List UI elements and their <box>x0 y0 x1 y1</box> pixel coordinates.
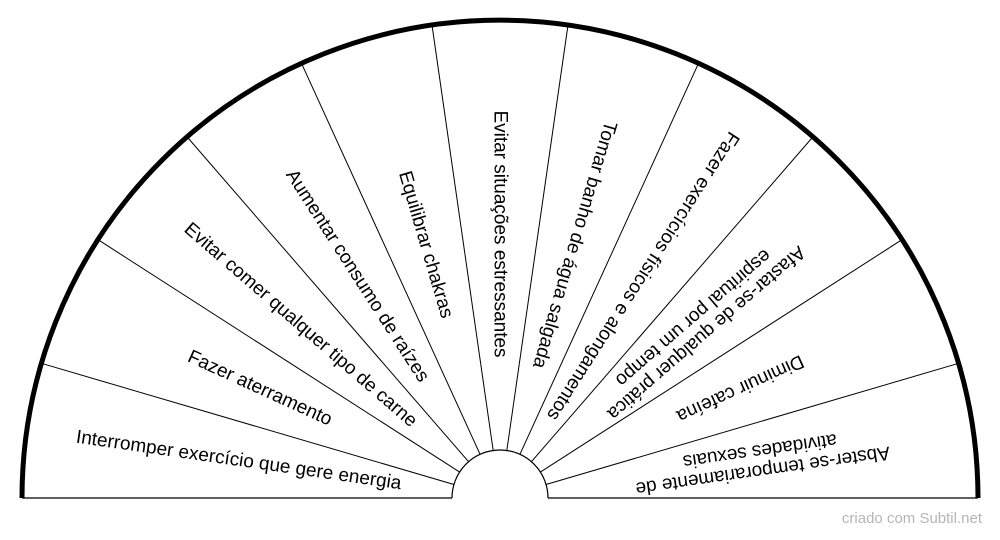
divider-line <box>540 239 903 473</box>
segment-label: Evitar situações estressantes <box>490 110 511 357</box>
divider-line <box>519 62 700 455</box>
segment-label: Fazer aterramento <box>184 346 335 430</box>
segment-label: Diminuir cafeína <box>673 350 807 426</box>
segment-label: Equilibrar chakras <box>394 169 457 321</box>
divider-line <box>186 136 469 463</box>
footer-credit: criado com Subtil.net <box>841 510 982 527</box>
divider-line <box>545 362 959 485</box>
divider-line <box>431 24 494 451</box>
divider-line <box>97 239 460 473</box>
divider-line <box>531 136 814 463</box>
divider-line <box>506 24 569 451</box>
hub-arc <box>451 449 549 499</box>
segment-label: Interromper exercício que gere energia <box>75 427 404 495</box>
divider-line <box>300 62 481 455</box>
segment-label: espiritual por um tempo <box>611 245 775 391</box>
outer-arc <box>19 17 981 499</box>
pendulum-chart-body: Interromper exercício que gere energiaFa… <box>19 17 981 499</box>
divider-line <box>41 362 455 485</box>
